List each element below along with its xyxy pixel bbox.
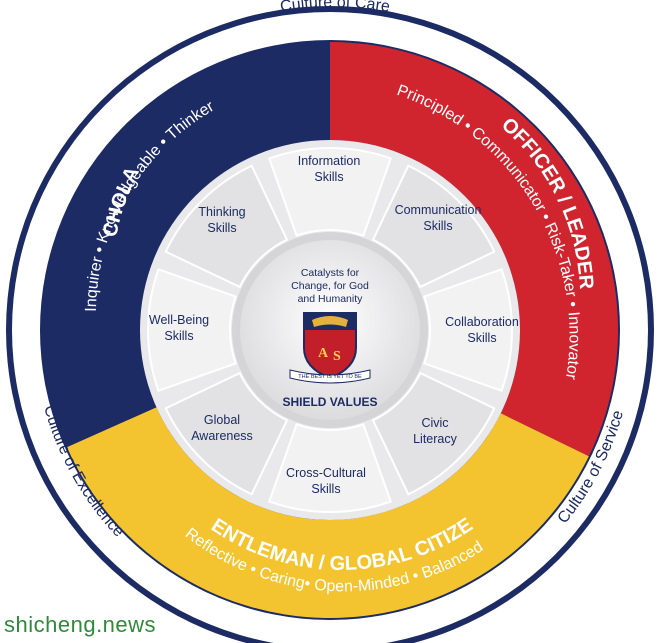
skill-global-line2: Awareness [191, 429, 253, 443]
skill-crosscultural-line1: Cross-Cultural [286, 466, 366, 480]
skill-communication-line2: Skills [423, 219, 452, 233]
skill-information-line1: Information [298, 154, 361, 168]
skill-civic-line2: Literacy [413, 432, 458, 446]
center-text-line2: Change, for God [291, 280, 369, 292]
skill-thinking-line2: Skills [207, 221, 236, 235]
skill-petal [164, 164, 289, 289]
skill-information-line2: Skills [314, 170, 343, 184]
scholar-segment [41, 42, 330, 448]
crest-motto: THE BEST IS YET TO BE [298, 374, 362, 380]
officer-segment [330, 42, 618, 457]
culture-care-label: Culture of Care [279, 0, 391, 16]
skill-petal [422, 267, 513, 393]
skill-petal [147, 267, 238, 393]
skill-petal [267, 147, 393, 238]
watermark: shicheng.news [4, 612, 157, 637]
skill-civic-line1: Civic [421, 416, 448, 430]
skill-global-line1: Global [204, 413, 240, 427]
skill-collaboration-line1: Collaboration [445, 315, 519, 329]
skill-crosscultural-line2: Skills [311, 482, 340, 496]
skill-petal [371, 164, 496, 289]
segments-group [41, 42, 618, 618]
skill-petal [371, 371, 496, 496]
svg-text:A: A [318, 346, 329, 361]
skill-thinking-line1: Thinking [198, 205, 245, 219]
skill-wellbeing-line2: Skills [164, 329, 193, 343]
skill-communication-line1: Communication [395, 203, 482, 217]
school-crest: A S THE BEST IS YET TO BE [289, 312, 371, 384]
skill-petal [164, 371, 289, 496]
skill-wellbeing-line1: Well-Being [149, 313, 209, 327]
gentleman-segment [66, 407, 589, 618]
skill-petal [267, 422, 393, 513]
shield-values-label: SHIELD VALUES [282, 395, 377, 409]
center-text-line1: Catalysts for [301, 267, 360, 279]
skill-collaboration-line2: Skills [467, 331, 496, 345]
svg-text:S: S [333, 349, 341, 364]
skills-wheel [147, 147, 513, 513]
center-text-line3: and Humanity [298, 293, 364, 305]
